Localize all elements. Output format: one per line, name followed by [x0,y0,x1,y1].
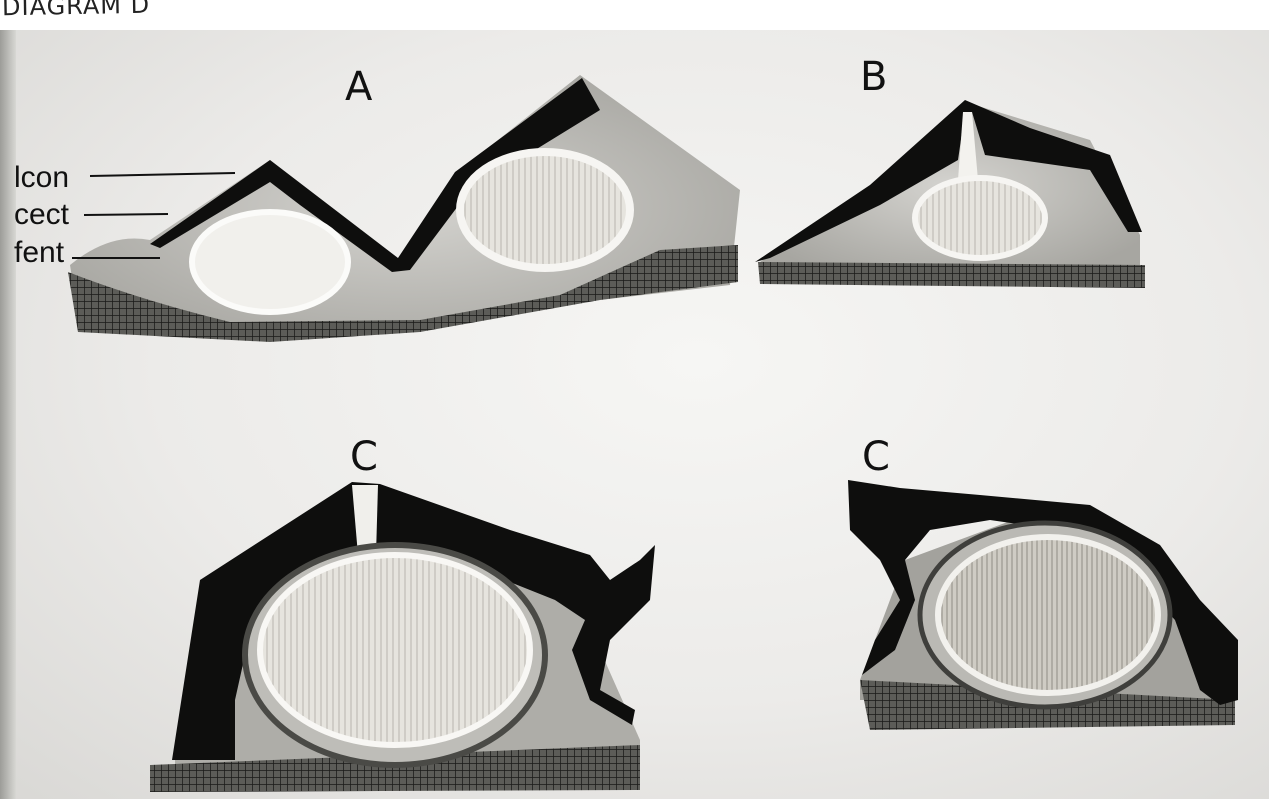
label-lcon: lcon [14,161,69,194]
label-cect-line [84,214,168,215]
panel-a: A [68,64,740,342]
panel-b: B [755,54,1145,288]
label-fent: fent [14,236,65,269]
label-lcon-line [90,173,235,176]
panel-b-letter: B [860,54,887,100]
label-cect: cect [14,198,70,231]
panel-c-right-letter: C [862,434,890,480]
panel-c-right-cell [938,537,1158,693]
panel-c-left-letter: C [350,434,378,480]
panel-c-left-cell [260,555,530,745]
panel-a-letter: A [345,64,373,110]
panel-c-right: C [848,434,1238,730]
panel-a-cell-right [460,152,630,268]
panel-c-left: C [150,434,655,792]
panel-b-cell [915,178,1045,258]
panel-a-tissue [70,75,740,340]
panel-a-cell-left [192,212,348,312]
panel-b-base [758,262,1145,288]
